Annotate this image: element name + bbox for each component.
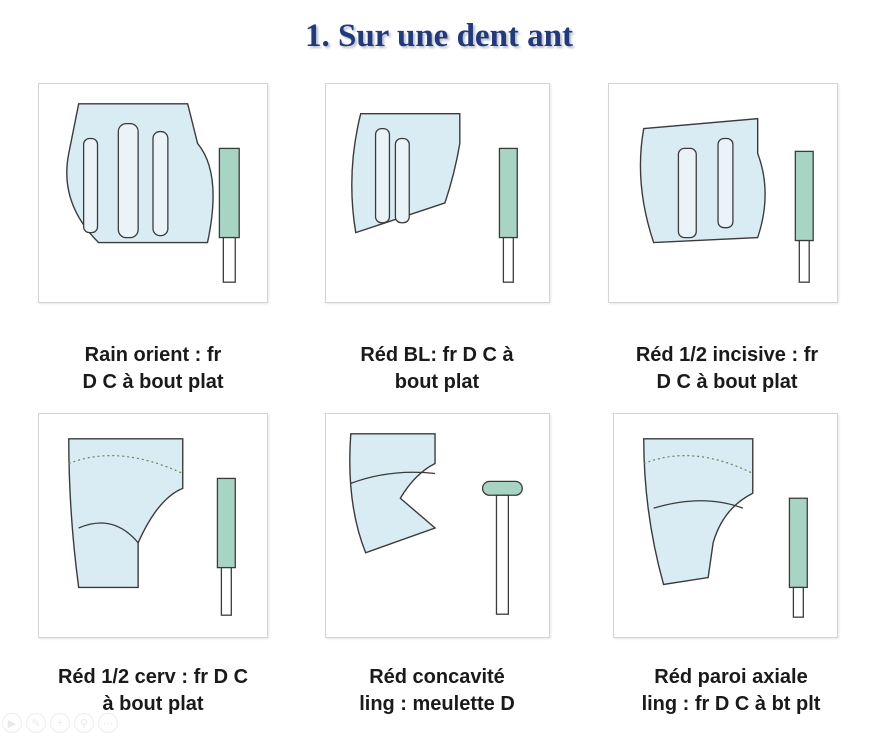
illustration-bl-reduction [325,83,550,303]
caption-line: Réd concavité [369,666,505,688]
illustration-lingual-axial-wall [613,413,838,638]
caption-lingual-axial-wall: Réd paroi axiale ling : fr D C à bt plt [596,664,866,718]
tooth-bl-drawing [351,113,518,283]
tooth-groove-drawing [66,103,240,283]
caption-line: Réd BL: fr D C à [360,344,514,366]
zoom-in-icon[interactable]: + [50,713,70,733]
more-icon[interactable]: ⋯ [98,713,118,733]
tooth-cervical-drawing [68,438,236,616]
slide-title: 1. Sur une dent ant [304,18,574,54]
caption-line: à bout plat [102,693,204,715]
caption-line: bout plat [394,371,480,393]
caption-line: ling : fr D C à bt plt [641,693,821,715]
caption-lingual-concavity: Réd concavité ling : meulette D [302,664,572,718]
search-icon[interactable]: ⚲ [74,713,94,733]
tooth-concavity-drawing [349,433,523,615]
caption-bl-reduction: Réd BL: fr D C à bout plat [302,342,572,396]
illustration-lingual-concavity [325,413,550,638]
caption-line: D C à bout plat [656,371,798,393]
caption-half-incisal-reduction: Réd 1/2 incisive : fr D C à bout plat [592,342,862,396]
caption-orientation-grooves: Rain orient : fr D C à bout plat [18,342,288,396]
caption-line: Réd 1/2 incisive : fr [635,344,819,366]
illustration-half-cervical-reduction [38,413,268,638]
caption-line: Rain orient : fr [84,344,222,366]
presentation-toolbar: ▶ ✎ + ⚲ ⋯ [2,713,118,733]
edit-icon[interactable]: ✎ [26,713,46,733]
illustration-orientation-grooves [38,83,268,303]
illustration-half-incisal-reduction [608,83,838,303]
caption-line: ling : meulette D [359,693,515,715]
tooth-incisal-drawing [639,117,814,283]
caption-line: Réd paroi axiale [654,666,808,688]
tooth-axial-wall-drawing [643,438,808,618]
caption-line: Réd 1/2 cerv : fr D C [57,666,249,688]
play-icon[interactable]: ▶ [2,713,22,733]
caption-half-cervical-reduction: Réd 1/2 cerv : fr D C à bout plat [18,664,288,718]
caption-line: D C à bout plat [82,371,224,393]
